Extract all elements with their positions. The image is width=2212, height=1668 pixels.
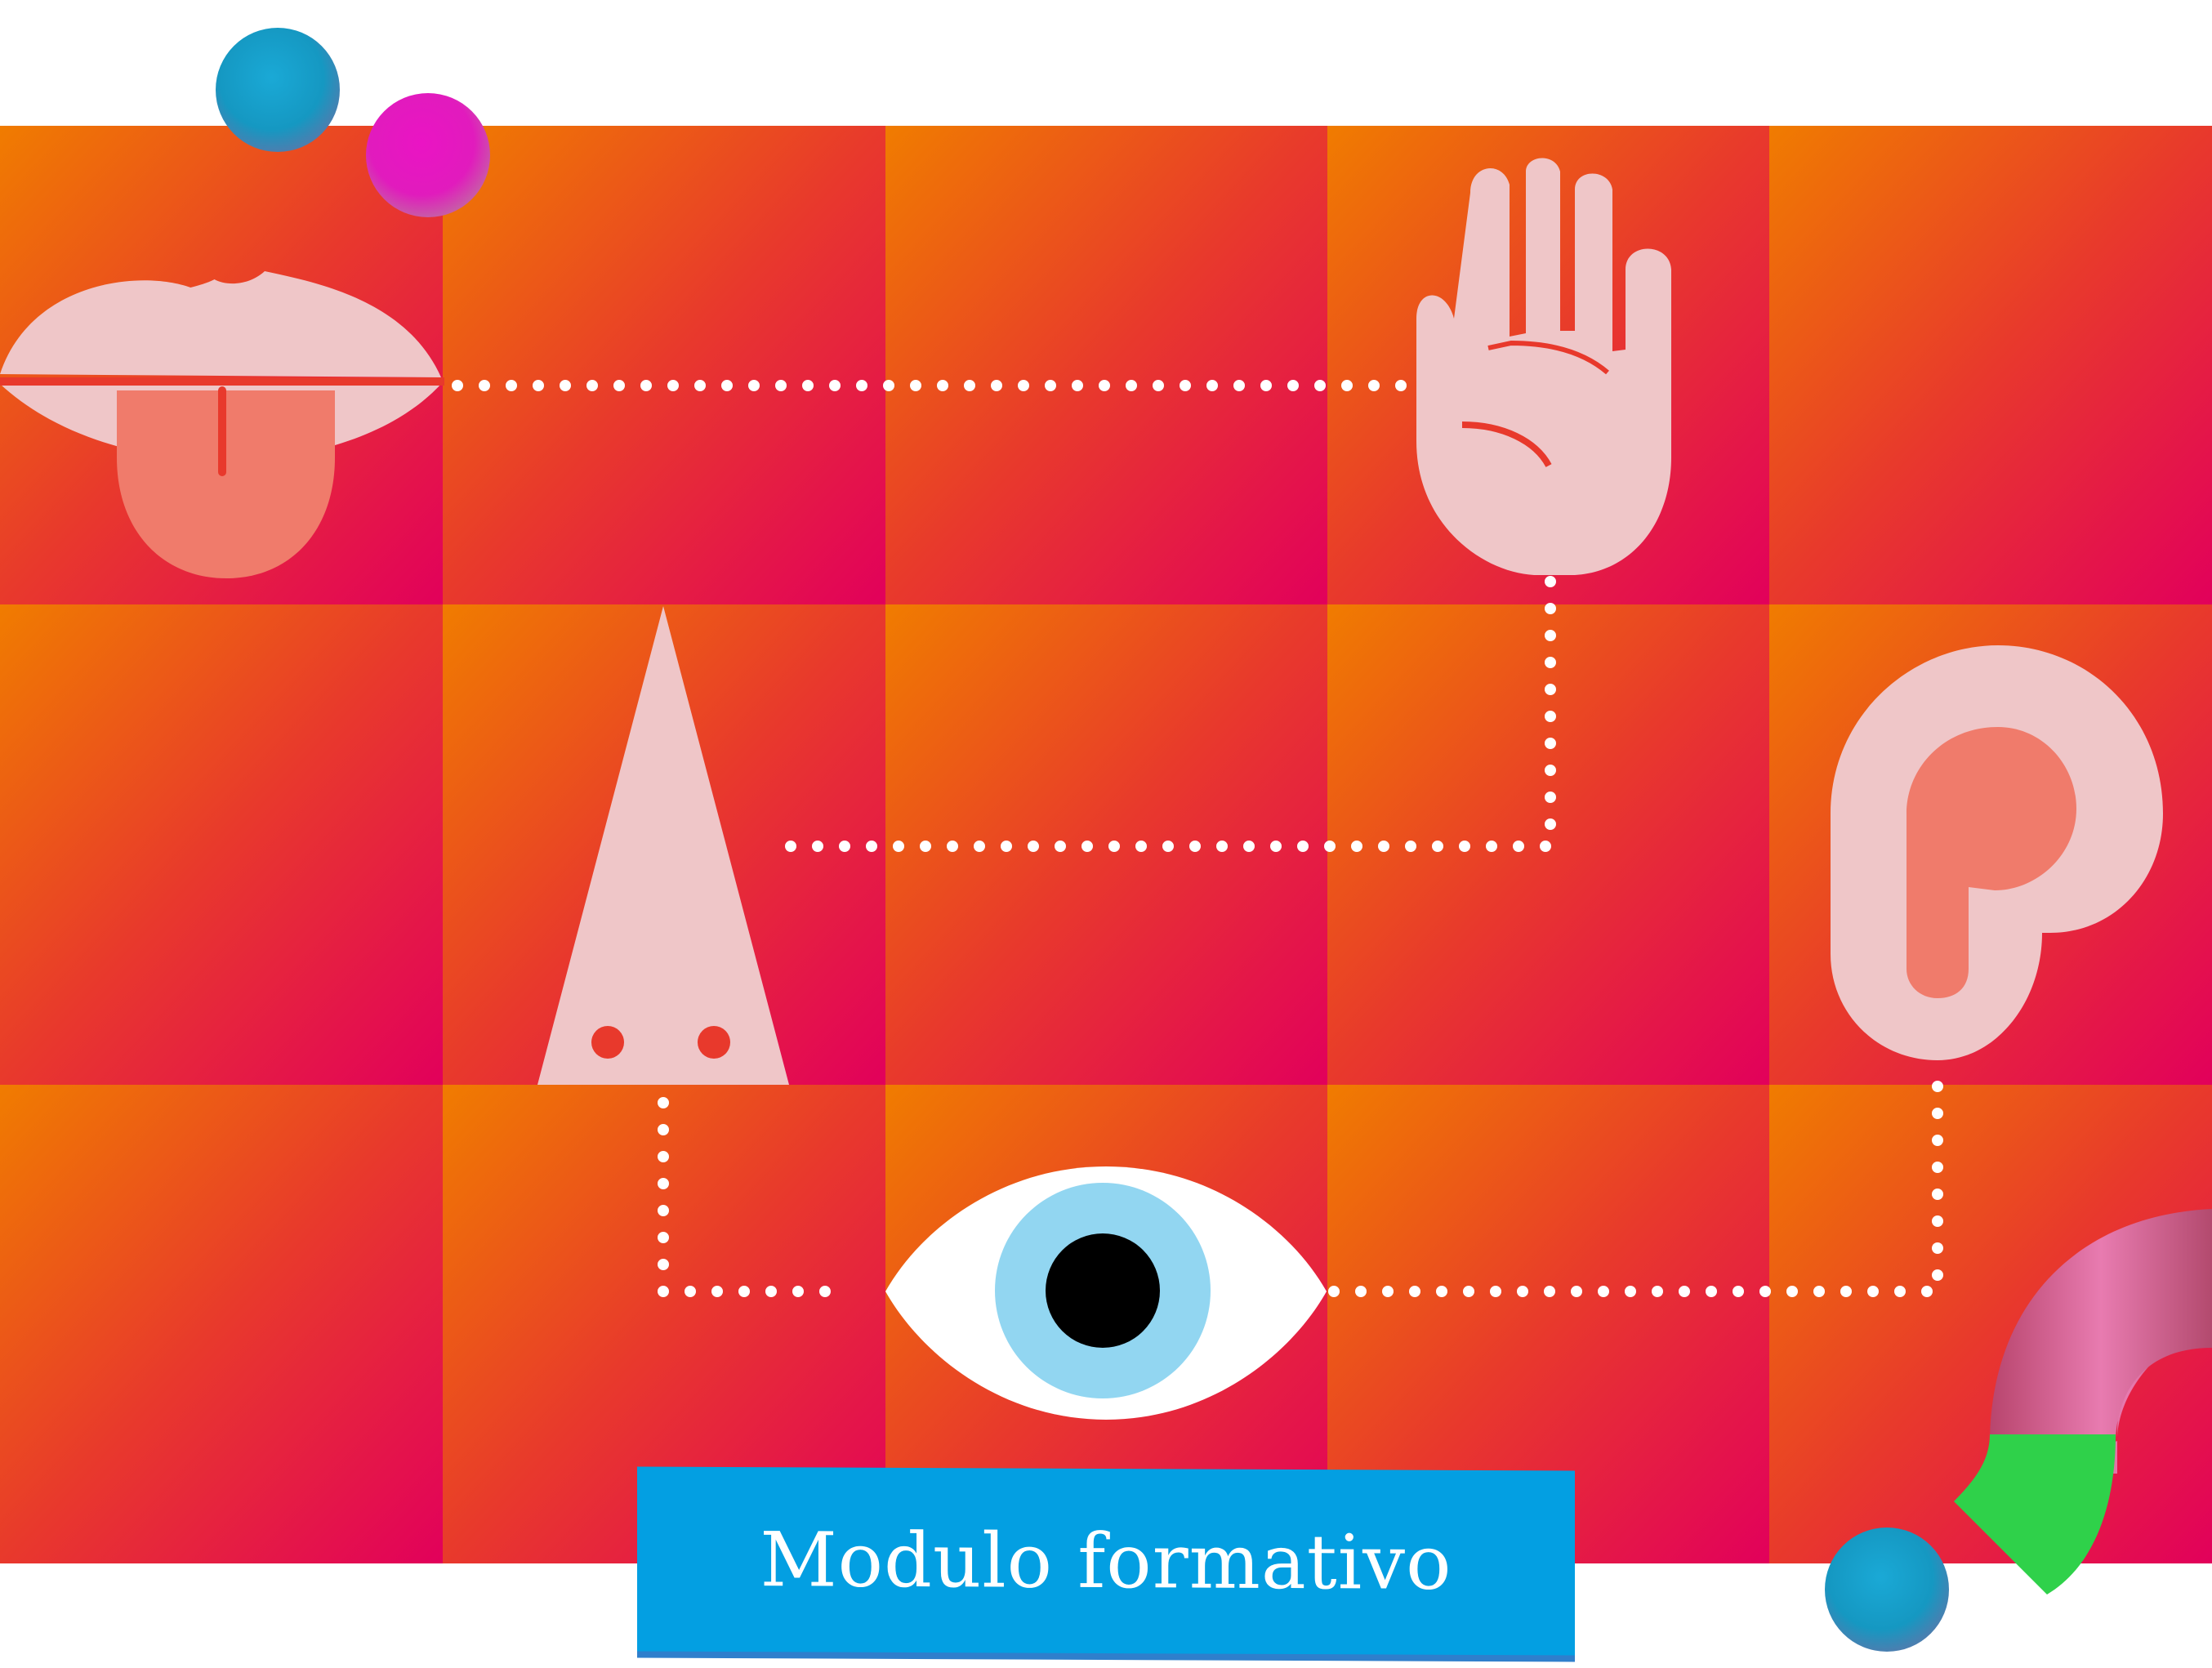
blue-ball-bottom xyxy=(1825,1528,1949,1652)
ear-icon xyxy=(1831,645,2163,1060)
eye-icon xyxy=(885,1166,1327,1420)
nose-icon xyxy=(537,606,789,1085)
module-title: Modulo formativo xyxy=(760,1515,1452,1607)
magenta-ball xyxy=(366,93,490,217)
gradient-tile xyxy=(443,126,885,604)
curved-tube-decoration xyxy=(1954,1209,2212,1594)
dotted-connectors xyxy=(452,380,1943,1297)
gradient-tile xyxy=(885,126,1327,604)
gradient-tile xyxy=(0,1085,443,1563)
raised-hand-icon xyxy=(1416,158,1671,575)
blue-ball-top xyxy=(216,28,340,152)
module-banner: Modulo formativo xyxy=(637,1466,1575,1656)
mouth-tongue-icon xyxy=(0,271,444,578)
gradient-tile xyxy=(0,604,443,1085)
gradient-tile xyxy=(1769,126,2212,604)
